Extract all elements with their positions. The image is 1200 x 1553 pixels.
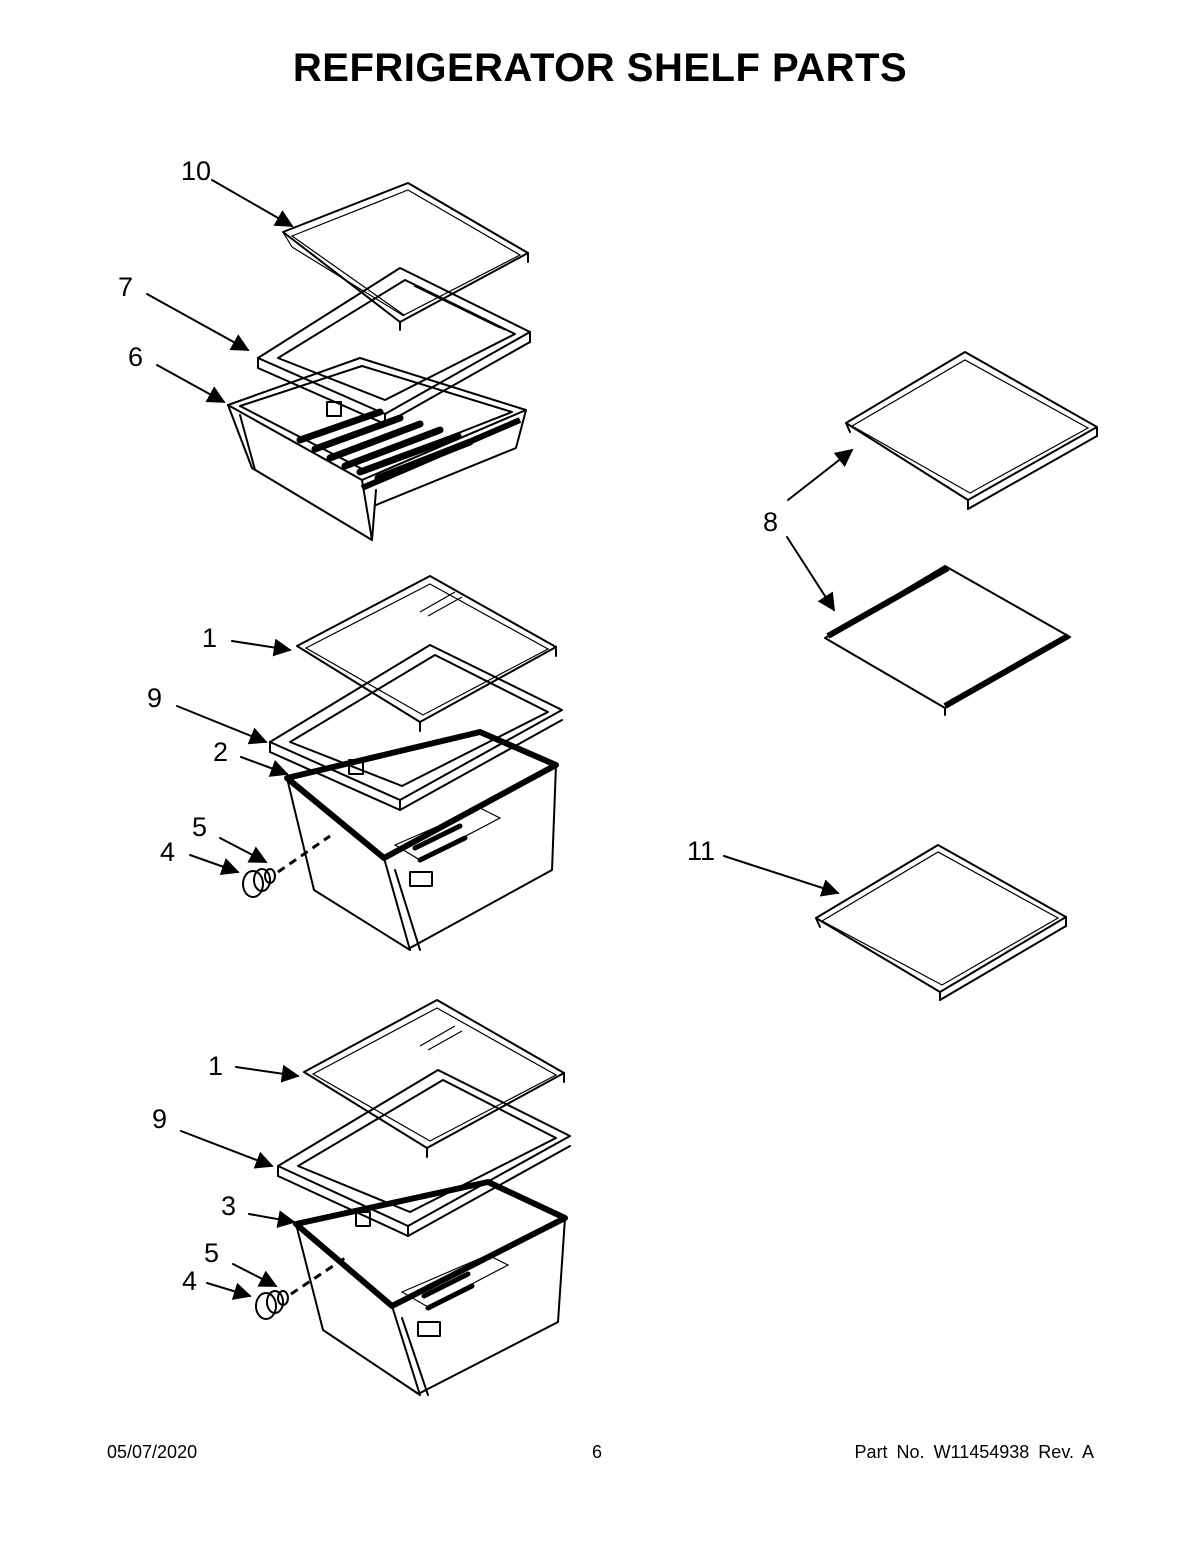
callout-1-bottom: 1 [208, 1051, 223, 1081]
callout-5-middle: 5 [192, 812, 207, 842]
callout-4-bottom: 4 [182, 1266, 197, 1296]
callout-6: 6 [128, 342, 143, 372]
callout-9-middle: 9 [147, 683, 162, 713]
drawer-slide-parts-4-5 [242, 834, 331, 898]
callout-4-middle: 4 [160, 837, 175, 867]
glass-shelves-part-8 [786, 351, 1098, 716]
callout-labels: 10 7 6 1 9 2 5 4 8 11 1 9 3 5 4 [118, 156, 778, 1296]
callout-1-middle: 1 [202, 623, 217, 653]
glass-shelf-part-11 [723, 844, 1067, 1001]
crisper-assembly-top [146, 179, 531, 541]
callout-5-bottom: 5 [204, 1238, 219, 1268]
crisper-assembly-bottom [180, 999, 571, 1396]
callout-9-bottom: 9 [152, 1104, 167, 1134]
callout-3: 3 [221, 1191, 236, 1221]
callout-10: 10 [181, 156, 211, 186]
crisper-pan-part-6 [227, 357, 527, 541]
glass-shelf-part-10 [282, 182, 529, 331]
crisper-cover-frame-part-7 [257, 267, 531, 425]
drawer-slide-parts-4-5-bottom [255, 1256, 346, 1320]
footer-page-number: 6 [592, 1442, 603, 1462]
footer-date: 05/07/2020 [107, 1442, 198, 1462]
glass-shelf-part-1 [296, 575, 557, 732]
page-title: REFRIGERATOR SHELF PARTS [292, 46, 908, 90]
glass-shelf-upper [845, 351, 1098, 510]
crisper-cover-frame-part-9-bottom [277, 1069, 571, 1237]
crisper-drawer-part-2 [284, 729, 559, 951]
callout-7: 7 [118, 272, 133, 302]
callout-2: 2 [213, 737, 228, 767]
footer-part-number: Part No. W11454938 Rev. A [854, 1442, 1094, 1462]
callout-11: 11 [687, 836, 715, 866]
crisper-cover-frame-part-9 [269, 644, 563, 811]
callout-8: 8 [763, 507, 778, 537]
crisper-assembly-middle [176, 575, 563, 951]
crisper-drawer-part-3 [293, 1179, 568, 1396]
glass-shelf-lower [824, 565, 1071, 716]
glass-shelf-part-1-bottom [303, 999, 565, 1158]
